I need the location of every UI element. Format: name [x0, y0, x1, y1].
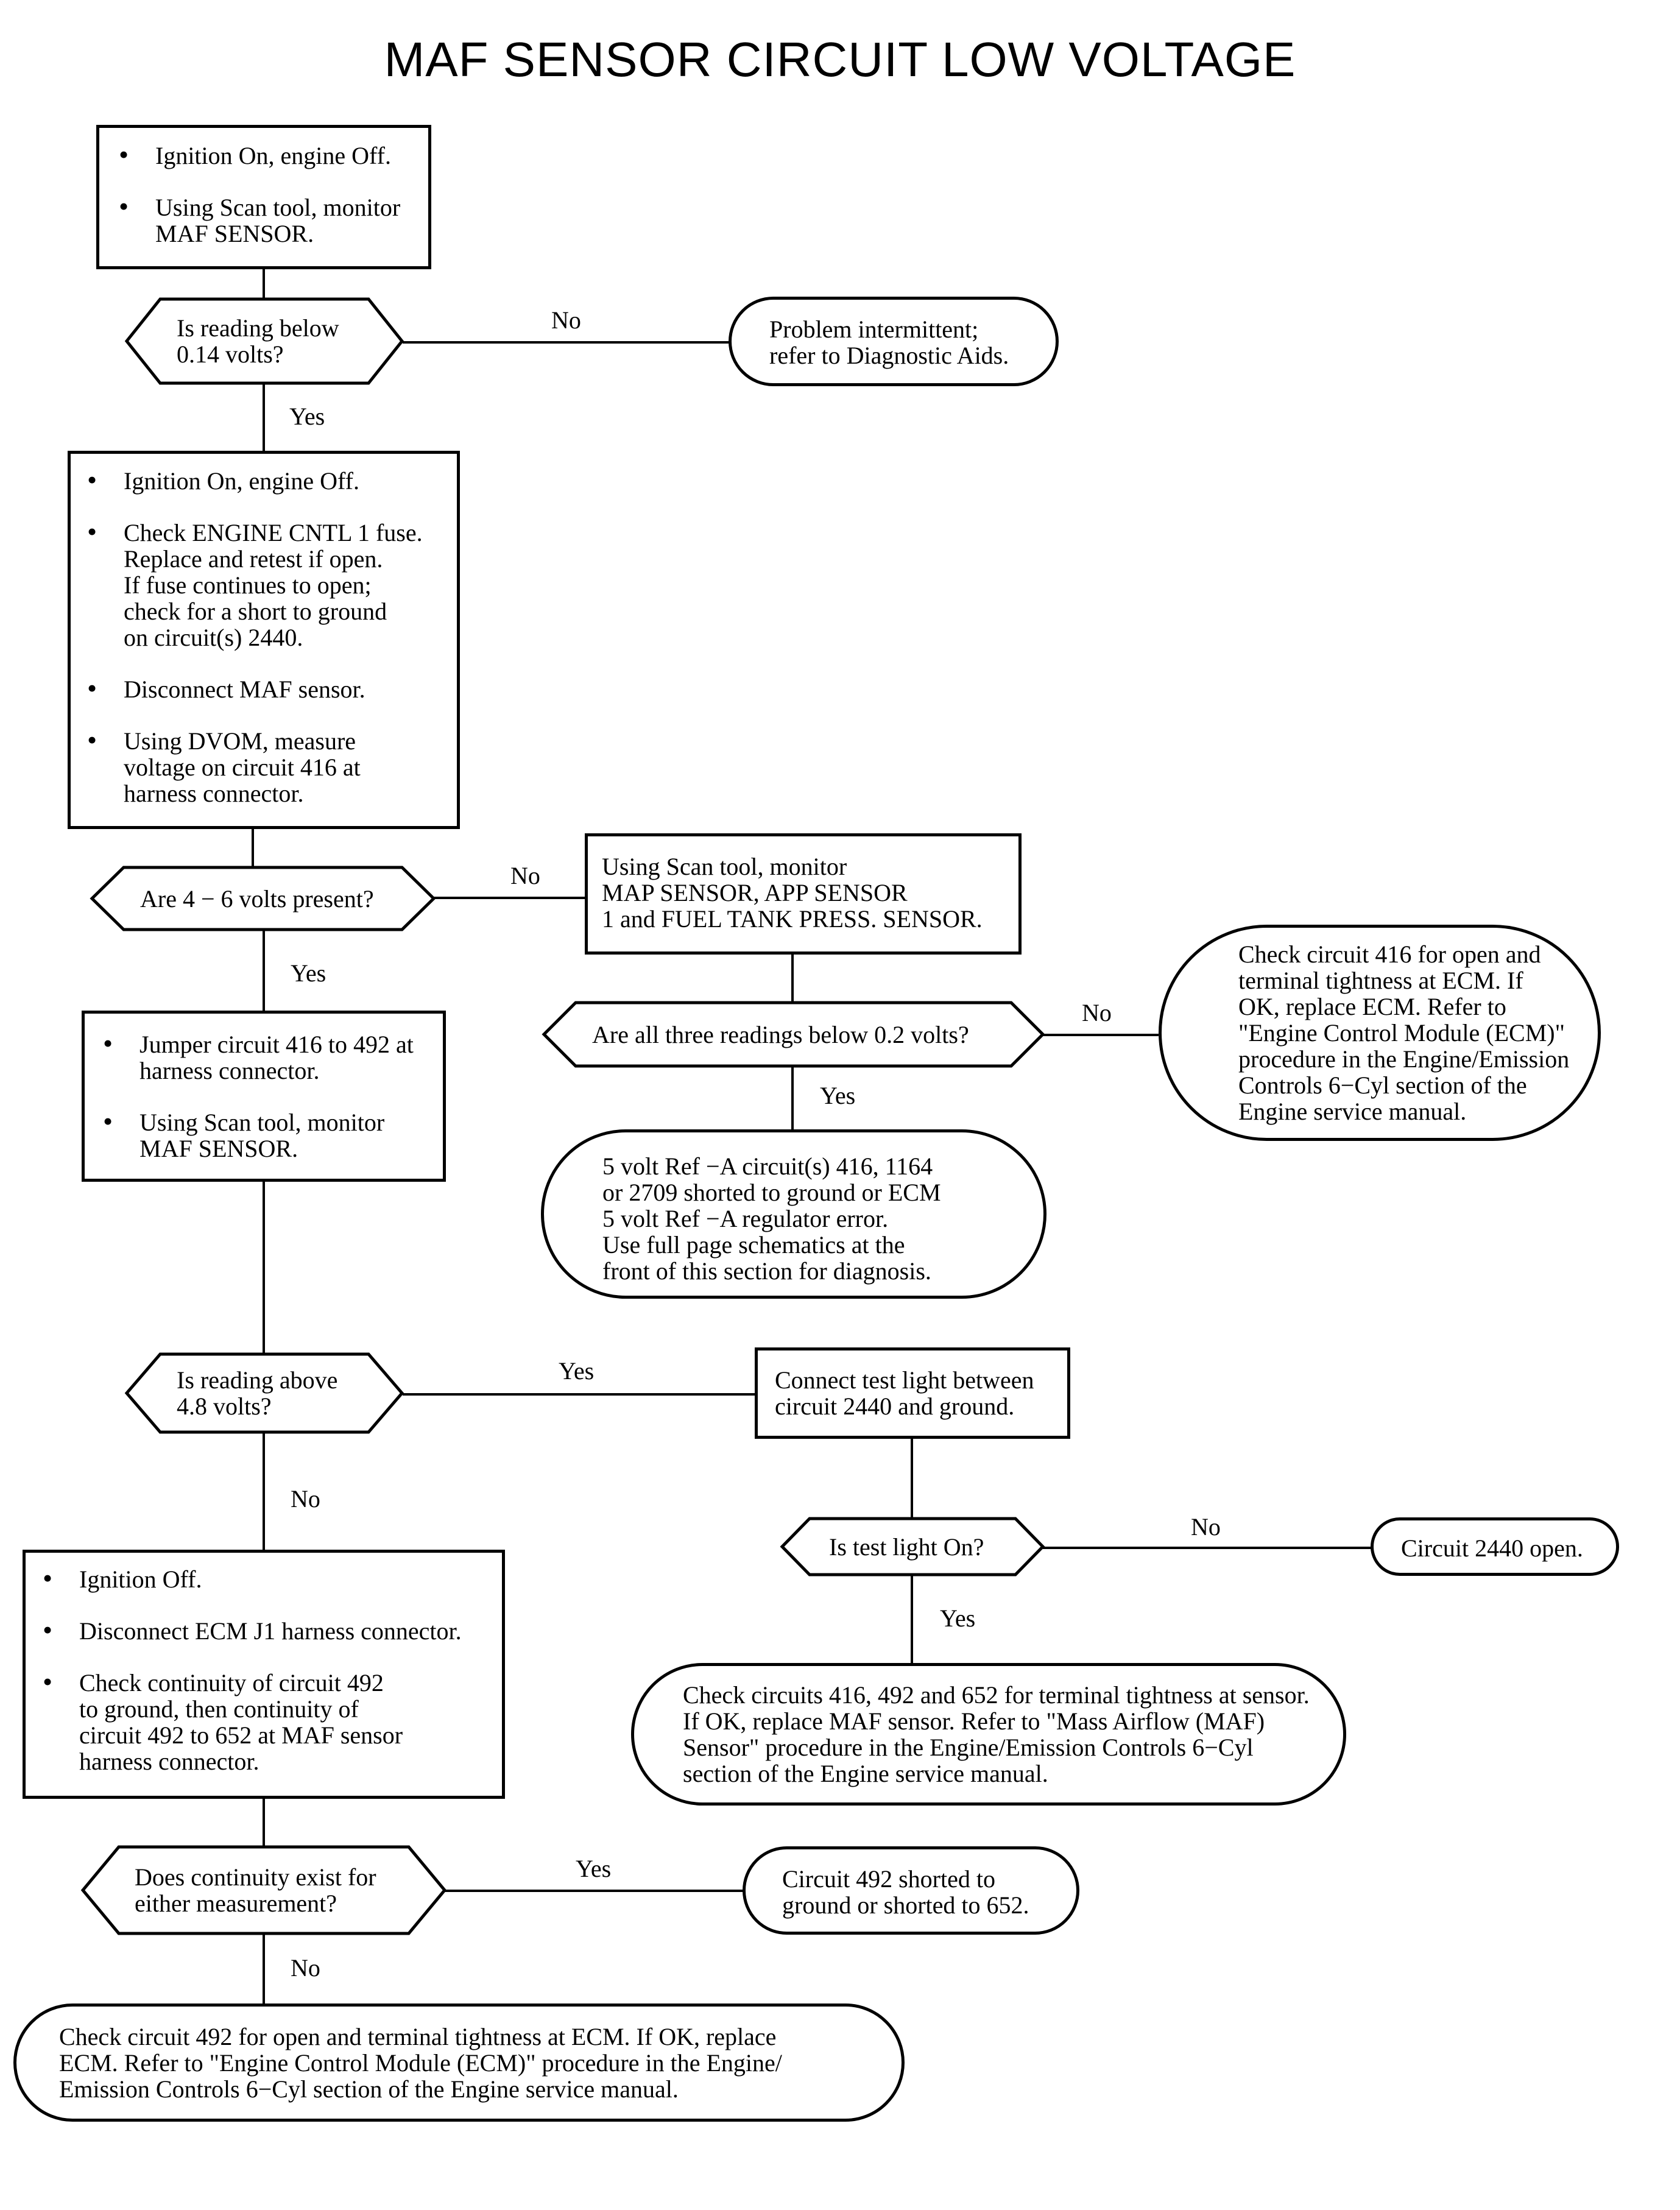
branch-label-yes: Yes — [559, 1357, 595, 1385]
terminal-circuit-2440-open-text: Circuit 2440 open. — [1401, 1534, 1583, 1562]
connector — [263, 268, 265, 298]
decision-2: Are 4 − 6 volts present? — [90, 866, 436, 931]
branch-label-yes: Yes — [940, 1605, 976, 1632]
terminal-5v-ref-short-text: 5 volt Ref −A circuit(s) 416, 1164 or 27… — [602, 1153, 941, 1285]
branch-label-no: No — [551, 306, 581, 334]
step-4-item: Using Scan tool, monitor MAF SENSOR. — [103, 1108, 432, 1162]
step-2-item: Using DVOM, measure voltage on circuit 4… — [87, 727, 446, 807]
decision-3: Are all three readings below 0.2 volts? — [542, 1001, 1045, 1068]
decision-3-shape — [542, 1001, 1045, 1068]
step-box-3: Using Scan tool, monitor MAP SENSOR, APP… — [585, 833, 1022, 955]
decision-1-text: Is reading below 0.14 volts? — [177, 314, 339, 368]
branch-label-yes: Yes — [820, 1082, 856, 1109]
connector — [1043, 1034, 1159, 1036]
connector — [403, 1393, 756, 1396]
terminal-replace-ecm-circuit-492: Check circuit 492 for open and terminal … — [13, 2003, 905, 2122]
step-box-5: Connect test light between circuit 2440 … — [755, 1347, 1070, 1439]
terminal-5v-ref-short: 5 volt Ref −A circuit(s) 416, 1164 or 27… — [541, 1129, 1046, 1299]
step-box-1: Ignition On, engine Off. Using Scan tool… — [96, 125, 431, 269]
step-2-item: Check ENGINE CNTL 1 fuse. Replace and re… — [87, 518, 446, 651]
connector — [1043, 1547, 1372, 1549]
decision-5-text: Is test light On? — [829, 1533, 984, 1561]
step-box-6: Ignition Off. Disconnect ECM J1 harness … — [23, 1550, 505, 1799]
branch-label-yes: Yes — [289, 403, 325, 430]
terminal-replace-maf-sensor: Check circuits 416, 492 and 652 for term… — [631, 1663, 1346, 1806]
step-5-text: Connect test light between circuit 2440 … — [775, 1366, 1034, 1420]
terminal-replace-maf-sensor-text: Check circuits 416, 492 and 652 for term… — [683, 1681, 1310, 1787]
decision-1-shape — [124, 297, 404, 385]
branch-label-no: No — [1191, 1513, 1221, 1541]
step-1-item: Ignition On, engine Off. — [119, 141, 416, 169]
step-4-item: Jumper circuit 416 to 492 at harness con… — [103, 1030, 432, 1084]
step-6-item: Disconnect ECM J1 harness connector. — [43, 1617, 496, 1644]
decision-5: Is test light On? — [780, 1517, 1045, 1576]
decision-4-text: Is reading above 4.8 volts? — [177, 1366, 338, 1420]
decision-2-text: Are 4 − 6 volts present? — [140, 884, 374, 913]
branch-label-no: No — [291, 1954, 320, 1982]
terminal-replace-ecm-circuit-416: Check circuit 416 for open and terminal … — [1159, 925, 1601, 1141]
decision-6-text: Does continuity exist for either measure… — [135, 1863, 376, 1917]
branch-label-no: No — [510, 862, 540, 889]
branch-label-no: No — [1082, 999, 1112, 1026]
step-6-item: Ignition Off. — [43, 1565, 496, 1592]
chart-title: MAF SENSOR CIRCUIT LOW VOLTAGE — [384, 32, 1296, 86]
connector — [445, 1890, 744, 1892]
decision-2-shape — [90, 866, 436, 931]
decision-6: Does continuity exist for either measure… — [80, 1845, 447, 1935]
decision-4-shape — [124, 1352, 404, 1434]
terminal-circuit-492-shorted-text: Circuit 492 shorted to ground or shorted… — [782, 1865, 1029, 1919]
connector — [403, 341, 730, 344]
step-2-item: Ignition On, engine Off. — [87, 467, 446, 494]
connector — [791, 1067, 794, 1130]
connector — [263, 1432, 265, 1551]
decision-5-shape — [780, 1517, 1045, 1576]
step-2-item: Disconnect MAF sensor. — [87, 675, 446, 702]
step-3-text: Using Scan tool, monitor MAP SENSOR, APP… — [602, 853, 983, 933]
terminal-replace-ecm-circuit-492-text: Check circuit 492 for open and terminal … — [59, 2023, 782, 2103]
terminal-intermittent-text: Problem intermittent; refer to Diagnosti… — [769, 316, 1009, 369]
terminal-circuit-2440-open: Circuit 2440 open. — [1371, 1517, 1619, 1576]
decision-6-shape — [80, 1845, 447, 1935]
terminal-replace-ecm-circuit-416-text: Check circuit 416 for open and terminal … — [1238, 941, 1570, 1125]
connector — [911, 1438, 913, 1518]
connector — [263, 376, 265, 452]
connector — [263, 1798, 265, 1846]
connector — [791, 953, 794, 1002]
step-box-2: Ignition On, engine Off. Check ENGINE CN… — [68, 451, 460, 829]
decision-4: Is reading above 4.8 volts? — [124, 1352, 404, 1434]
connector — [263, 930, 265, 1011]
decision-3-text: Are all three readings below 0.2 volts? — [592, 1020, 969, 1048]
step-6-item: Check continuity of circuit 492 to groun… — [43, 1668, 496, 1774]
connector — [434, 897, 586, 899]
branch-label-yes: Yes — [291, 959, 326, 987]
step-box-4: Jumper circuit 416 to 492 at harness con… — [82, 1011, 446, 1182]
connector — [263, 1934, 265, 2005]
branch-label-yes: Yes — [576, 1855, 612, 1882]
step-1-item: Using Scan tool, monitor MAF SENSOR. — [119, 193, 416, 247]
connector — [911, 1575, 913, 1664]
terminal-intermittent: Problem intermittent; refer to Diagnosti… — [729, 297, 1059, 386]
terminal-circuit-492-shorted: Circuit 492 shorted to ground or shorted… — [743, 1846, 1079, 1935]
connector — [252, 828, 254, 866]
connector — [263, 1181, 265, 1354]
branch-label-no: No — [291, 1485, 320, 1513]
decision-1: Is reading below 0.14 volts? — [124, 297, 404, 385]
